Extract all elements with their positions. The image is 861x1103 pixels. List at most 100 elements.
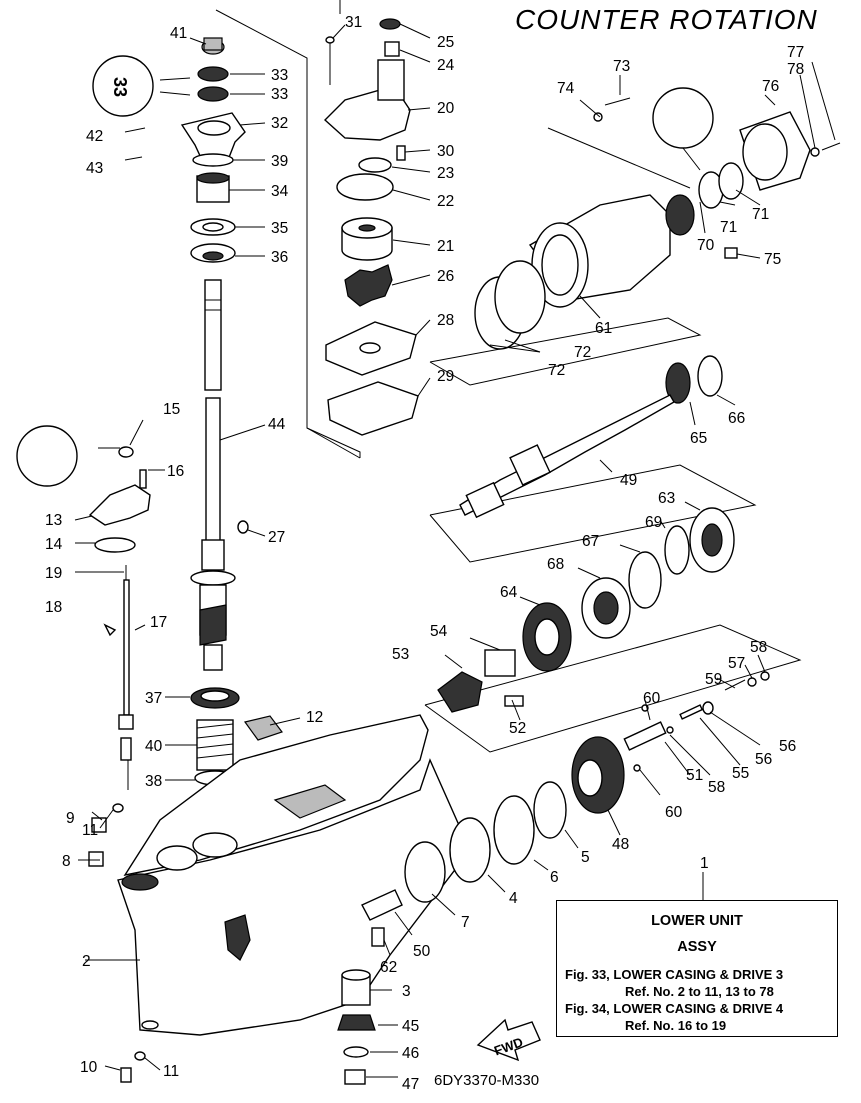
callout-59: 59 (705, 671, 722, 688)
callout-28: 28 (437, 312, 454, 329)
callout-19: 19 (45, 565, 62, 582)
part-73-bolt (604, 97, 631, 106)
ref-fig2: Fig. 34, LOWER CASING & DRIVE 4 (565, 1001, 784, 1016)
pinion-group (337, 889, 403, 1085)
part-75-icon (724, 247, 738, 259)
callout-65: 65 (690, 430, 707, 447)
callout-31: 31 (345, 14, 362, 31)
callout-45: 45 (402, 1018, 419, 1035)
part-8-icon (88, 851, 104, 867)
part-11-washer-icon (112, 803, 124, 813)
part-57-icon (747, 677, 757, 687)
part-33-seal-icon (197, 66, 229, 82)
part-47-nut-icon (344, 1069, 366, 1085)
part-65-thrust-bearing-icon (665, 362, 691, 404)
part-46-shim-icon (343, 1046, 369, 1058)
reference-box: LOWER UNIT ASSY Fig. 33, LOWER CASING & … (556, 900, 838, 1037)
part-30-icon (396, 145, 406, 161)
part-6-ring-icon (493, 795, 535, 865)
drawing-code: 6DY3370-M330 (434, 1072, 540, 1089)
callout-63: 63 (658, 490, 675, 507)
part-41-body (203, 37, 223, 51)
callout-5: 5 (581, 849, 590, 866)
part-15-icon (118, 446, 134, 458)
callout-73: 73 (613, 58, 630, 75)
callout-62: 62 (380, 959, 397, 976)
callout-71a: 71 (720, 219, 737, 236)
callout-36: 36 (271, 249, 288, 266)
callout-40: 40 (145, 738, 163, 755)
callout-43: 43 (86, 160, 103, 177)
callout-3: 3 (402, 983, 411, 1000)
callout-70: 70 (697, 237, 715, 254)
callout-42: 42 (86, 128, 103, 145)
callout-44: 44 (268, 416, 286, 433)
ref-fig1: Fig. 33, LOWER CASING & DRIVE 3 (565, 967, 784, 982)
callout-57: 57 (728, 655, 745, 672)
detail-circle-33 (92, 55, 154, 117)
detail-circle-15 (16, 425, 78, 487)
callout-39: 39 (271, 153, 288, 170)
part-77-bolt (821, 142, 841, 151)
ref-title-line1: LOWER UNIT (651, 913, 743, 929)
callout-1: 1 (700, 855, 709, 872)
callout-16: 16 (167, 463, 184, 480)
callout-22: 22 (437, 193, 454, 210)
part-18-clip-icon (103, 623, 117, 637)
callout-67: 67 (582, 533, 599, 550)
svg-text:33: 33 (110, 77, 130, 97)
lower-casing-group (88, 714, 471, 1083)
part-56-icon (702, 701, 714, 715)
part-27-key-icon (237, 520, 249, 534)
callout-29: 29 (437, 368, 454, 385)
part-78-washer-icon (810, 147, 820, 157)
part-31-bolt-icon (325, 36, 335, 44)
part-44-driveshaft-lower (205, 397, 221, 559)
callout-33a: 33 (271, 67, 288, 84)
callout-60b: 60 (665, 804, 683, 821)
part-45-pinion-icon (337, 1014, 376, 1031)
part-59-spring (724, 679, 746, 691)
part-10-icon (120, 1067, 132, 1083)
part-58-ball-icon (666, 726, 674, 734)
part-26-impeller-icon (344, 264, 393, 307)
callout-34: 34 (271, 183, 289, 200)
part-32-housing-icon (180, 112, 246, 161)
callout-8: 8 (62, 853, 71, 870)
callout-72a: 72 (548, 362, 565, 379)
part-5-bearing-icon (533, 781, 567, 839)
part-54-icon (484, 649, 516, 677)
callout-25: 25 (437, 34, 454, 51)
callout-15: 15 (163, 401, 180, 418)
callout-labels: 1 2 3 4 5 6 7 8 9 10 11 11 12 13 14 15 1… (45, 14, 804, 1093)
callout-61: 61 (595, 320, 612, 337)
callout-76: 76 (762, 78, 779, 95)
callout-10: 10 (80, 1059, 98, 1076)
callout-48: 48 (612, 836, 629, 853)
callout-38: 38 (145, 773, 162, 790)
callout-14: 14 (45, 536, 63, 553)
callout-53: 53 (392, 646, 409, 663)
part-25-grommet-icon (379, 18, 401, 30)
part-51-icon (623, 721, 667, 751)
callout-24: 24 (437, 57, 455, 74)
part-13-icon (88, 484, 151, 526)
callout-68: 68 (547, 556, 564, 573)
shift-rod-group: 33 (16, 55, 154, 790)
part-4-icon (449, 817, 491, 883)
part-70-icon (665, 194, 695, 236)
part-22-oring-icon (336, 173, 394, 201)
water-pump-group (323, 18, 419, 436)
callout-64: 64 (500, 584, 518, 601)
driveshaft-group (180, 37, 283, 786)
callout-37: 37 (145, 690, 162, 707)
callout-56b: 56 (755, 751, 772, 768)
propeller-shaft-group (237, 87, 841, 903)
callout-18: 18 (45, 599, 62, 616)
ref-title-line2: ASSY (677, 939, 717, 955)
part-67-ring-icon (628, 551, 662, 609)
callout-41: 41 (170, 25, 187, 42)
part-50-icon (361, 889, 403, 921)
detail-circle-71 (652, 87, 714, 149)
